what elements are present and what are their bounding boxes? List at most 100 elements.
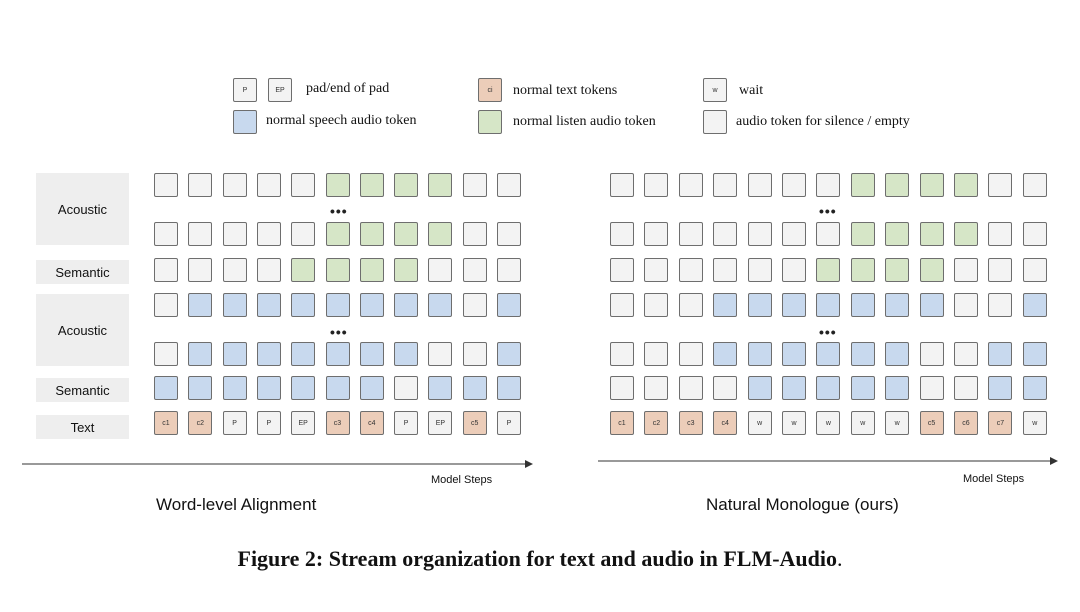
token-cell-silence bbox=[678, 222, 703, 246]
figure-caption-text: Figure 2: Stream organization for text a… bbox=[237, 546, 838, 571]
token-cell-silence bbox=[644, 173, 669, 197]
token-cell-speech bbox=[222, 293, 247, 317]
token-cell-silence bbox=[816, 173, 841, 197]
token-cell-speech bbox=[988, 376, 1013, 400]
token-cell-silence bbox=[644, 293, 669, 317]
text-token-cell: c4 bbox=[359, 411, 384, 435]
token-cell-silence bbox=[394, 376, 419, 400]
token-cell-silence bbox=[1022, 222, 1047, 246]
token-cell-listen bbox=[325, 173, 350, 197]
token-cell-silence bbox=[428, 342, 453, 366]
token-cell-silence bbox=[610, 173, 634, 197]
token-cell-silence bbox=[256, 222, 281, 246]
token-cell-speech bbox=[291, 376, 316, 400]
token-cell-silence bbox=[154, 173, 178, 197]
token-cell-silence bbox=[644, 258, 669, 282]
row-label-semantic-listen: Semantic bbox=[36, 260, 129, 284]
token-cell-silence bbox=[988, 222, 1013, 246]
token-cell-silence bbox=[188, 222, 213, 246]
row-label-acoustic-speech: Acoustic bbox=[36, 294, 129, 366]
text-token-cell: c1 bbox=[154, 411, 178, 435]
token-cell-speech bbox=[359, 293, 384, 317]
text-token-cell: c3 bbox=[325, 411, 350, 435]
legend-listen-swatch bbox=[478, 110, 502, 134]
token-cell-speech bbox=[850, 342, 875, 366]
wait-token-cell: w bbox=[885, 411, 910, 435]
token-cell-silence bbox=[678, 376, 703, 400]
axis-label-right: Model Steps bbox=[963, 473, 1025, 485]
token-cell-silence bbox=[497, 173, 521, 197]
token-cell-listen bbox=[850, 258, 875, 282]
token-cell-speech bbox=[497, 293, 521, 317]
token-cell-silence bbox=[988, 293, 1013, 317]
pad-token-cell: P bbox=[222, 411, 247, 435]
token-cell-silence bbox=[154, 258, 178, 282]
token-cell-speech bbox=[188, 342, 213, 366]
pad-token-cell: EP bbox=[428, 411, 453, 435]
token-cell-speech bbox=[713, 342, 738, 366]
token-cell-speech bbox=[325, 293, 350, 317]
legend-silence-swatch bbox=[703, 110, 727, 134]
token-cell-speech bbox=[291, 293, 316, 317]
token-cell-speech bbox=[816, 376, 841, 400]
token-cell-silence bbox=[782, 173, 806, 197]
token-cell-silence bbox=[1022, 258, 1047, 282]
token-cell-silence bbox=[154, 342, 178, 366]
token-cell-silence bbox=[222, 173, 247, 197]
token-cell-speech bbox=[782, 293, 806, 317]
token-cell-speech bbox=[394, 342, 419, 366]
token-cell-silence bbox=[919, 342, 944, 366]
token-cell-speech bbox=[747, 293, 772, 317]
token-cell-listen bbox=[428, 222, 453, 246]
token-cell-listen bbox=[919, 258, 944, 282]
token-cell-speech bbox=[325, 342, 350, 366]
token-cell-speech bbox=[816, 293, 841, 317]
token-cell-speech bbox=[188, 293, 213, 317]
token-cell-listen bbox=[919, 222, 944, 246]
legend-wait-label: wait bbox=[739, 83, 764, 98]
token-cell-speech bbox=[428, 376, 453, 400]
legend-silence-label: audio token for silence / empty bbox=[736, 114, 910, 129]
token-cell-speech bbox=[256, 342, 281, 366]
token-cell-silence bbox=[222, 258, 247, 282]
token-cell-silence bbox=[678, 258, 703, 282]
ellipsis-listen-left: ••• bbox=[330, 203, 348, 219]
legend-text-token-label: normal text tokens bbox=[513, 83, 618, 98]
token-cell-listen bbox=[325, 258, 350, 282]
token-cell-silence bbox=[713, 258, 738, 282]
pad-token-cell: EP bbox=[291, 411, 316, 435]
legend-pad-label: pad/end of pad bbox=[306, 81, 390, 96]
legend-speech-label: normal speech audio token bbox=[266, 113, 417, 128]
token-cell-silence bbox=[644, 342, 669, 366]
token-cell-speech bbox=[222, 342, 247, 366]
token-cell-speech bbox=[222, 376, 247, 400]
token-cell-listen bbox=[919, 173, 944, 197]
token-cell-silence bbox=[188, 173, 213, 197]
text-token-cell: c2 bbox=[644, 411, 669, 435]
token-cell-silence bbox=[428, 258, 453, 282]
token-cell-silence bbox=[462, 173, 487, 197]
token-cell-silence bbox=[954, 342, 978, 366]
legend-wait-swatch: w bbox=[703, 78, 727, 102]
wait-token-cell: w bbox=[782, 411, 806, 435]
token-cell-silence bbox=[462, 342, 487, 366]
token-cell-silence bbox=[497, 222, 521, 246]
token-cell-silence bbox=[610, 342, 634, 366]
wait-token-cell: w bbox=[747, 411, 772, 435]
token-cell-speech bbox=[850, 293, 875, 317]
token-cell-silence bbox=[610, 258, 634, 282]
token-cell-silence bbox=[988, 173, 1013, 197]
legend-pad-swatch: P bbox=[233, 78, 257, 102]
token-cell-speech bbox=[256, 376, 281, 400]
token-cell-silence bbox=[610, 376, 634, 400]
token-cell-silence bbox=[291, 173, 316, 197]
figure-caption-period: . bbox=[837, 546, 843, 571]
token-cell-silence bbox=[678, 173, 703, 197]
token-cell-silence bbox=[497, 258, 521, 282]
token-cell-silence bbox=[782, 258, 806, 282]
token-cell-silence bbox=[713, 222, 738, 246]
token-cell-listen bbox=[954, 173, 978, 197]
text-token-cell: c1 bbox=[610, 411, 634, 435]
text-token-cell: c3 bbox=[678, 411, 703, 435]
